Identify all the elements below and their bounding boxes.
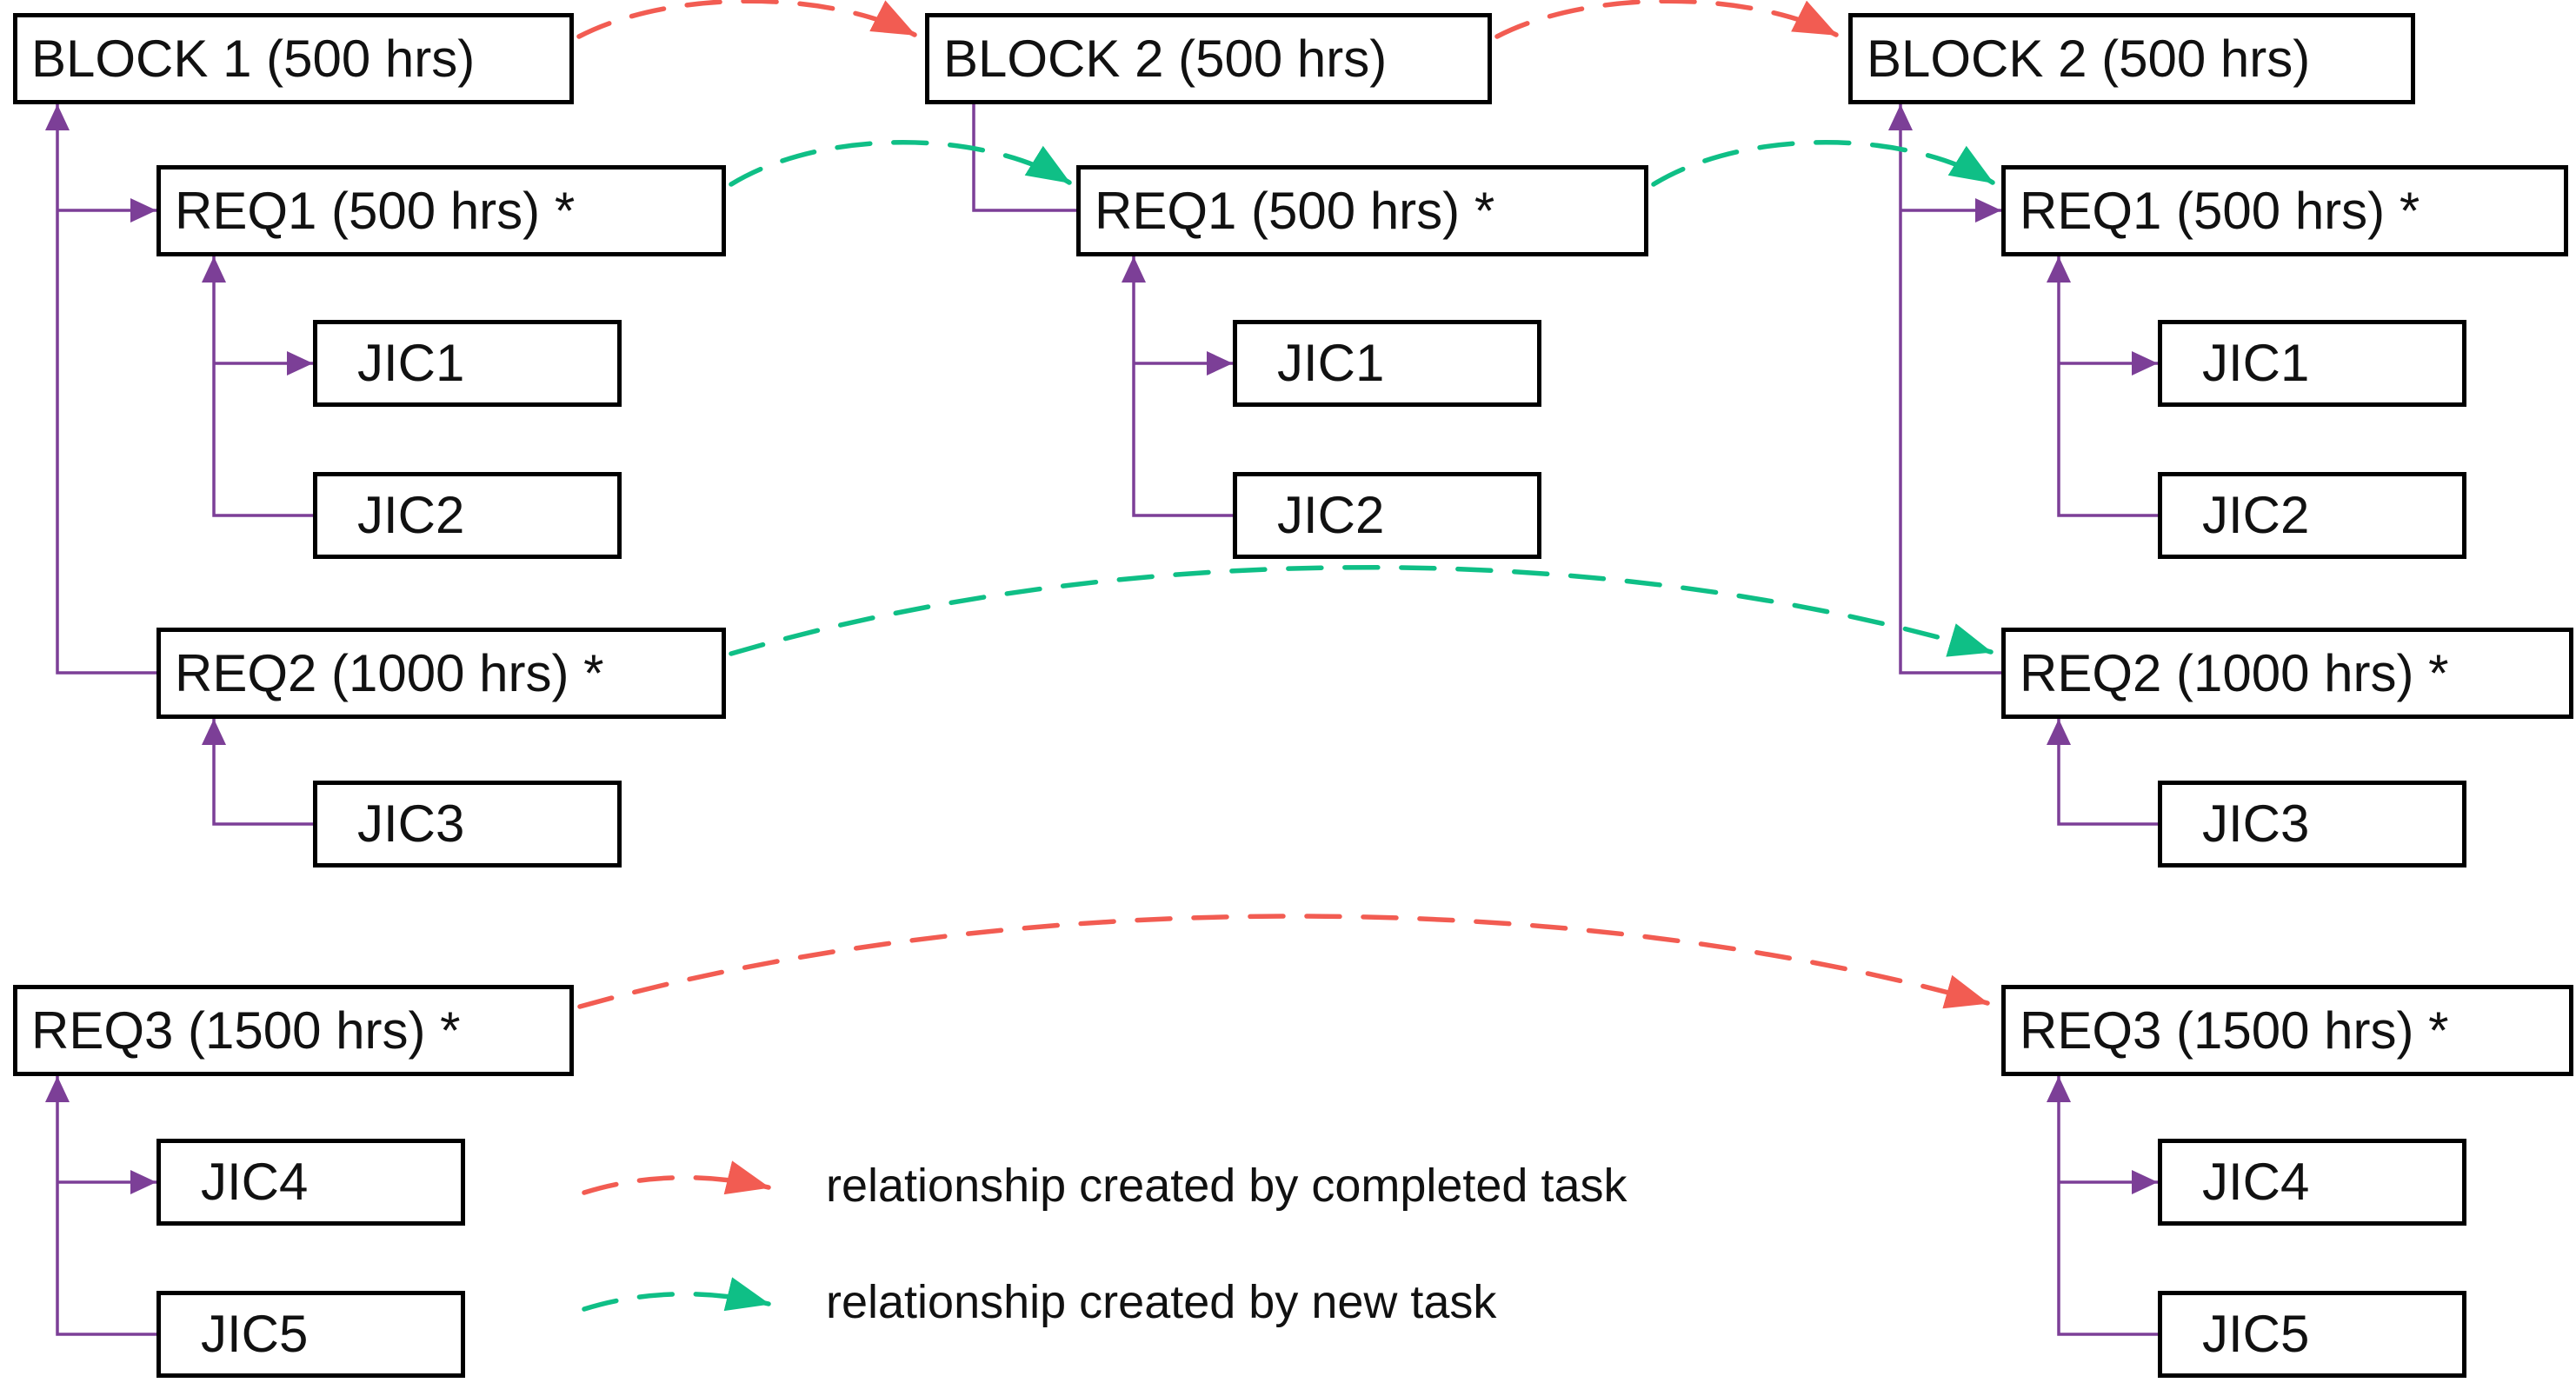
- node-left-jic4: JIC4: [156, 1139, 465, 1226]
- arrowhead-up-right-block2: [1888, 104, 1913, 130]
- edge-left-req1-trunk: [212, 256, 313, 517]
- legend-new-label: relationship created by new task: [826, 1276, 1497, 1328]
- node-right-jic1: JIC1: [2158, 320, 2466, 407]
- node-left-req3: REQ3 (1500 hrs) *: [13, 985, 574, 1076]
- arrowhead-right-middle-jic1: [1207, 351, 1233, 376]
- node-right-jic5: JIC5: [2158, 1291, 2466, 1378]
- node-label: BLOCK 2 (500 hrs): [943, 29, 1388, 88]
- node-label: JIC1: [1277, 334, 1385, 392]
- node-left-req1: REQ1 (500 hrs) *: [156, 165, 726, 256]
- arrowhead-up-right-req3: [2047, 1076, 2071, 1102]
- node-label: JIC2: [1277, 486, 1385, 544]
- node-label: REQ2 (1000 hrs) *: [2020, 643, 2449, 702]
- edge-new-req1-middle-to-req1-right: [1651, 140, 1995, 187]
- arrowhead-up-left-req3: [45, 1076, 70, 1102]
- node-label: JIC3: [357, 794, 465, 853]
- arrowhead-up-middle-req1: [1122, 256, 1146, 283]
- node-left-jic3: JIC3: [313, 781, 622, 868]
- edge-middle-req1-trunk: [1132, 256, 1233, 517]
- node-label: REQ2 (1000 hrs) *: [175, 643, 604, 702]
- edge-completed-block1-to-block2-middle: [576, 0, 917, 39]
- node-right-req1: REQ1 (500 hrs) *: [2001, 165, 2568, 256]
- arrowhead-right-left-req1: [130, 198, 156, 223]
- arrowhead-right-right-jic4: [2132, 1170, 2158, 1194]
- node-label: JIC4: [201, 1153, 309, 1211]
- arrowhead-up-left-req2: [202, 719, 226, 745]
- node-label: JIC1: [357, 334, 465, 392]
- arrowhead-up-left-req1: [202, 256, 226, 283]
- legend-completed-label: relationship created by completed task: [826, 1160, 1627, 1212]
- arrowhead-right-left-jic1: [287, 351, 313, 376]
- node-label: REQ3 (1500 hrs) *: [2020, 1000, 2449, 1060]
- node-label: JIC2: [357, 486, 465, 544]
- legend-new-arrow: [582, 1277, 771, 1312]
- node-label: REQ1 (500 hrs) *: [1095, 181, 1495, 240]
- node-right-jic3: JIC3: [2158, 781, 2466, 868]
- node-right-block2: BLOCK 2 (500 hrs): [1848, 13, 2415, 104]
- node-label: JIC5: [201, 1305, 309, 1363]
- edge-new-req2-left-to-req2-right: [729, 565, 1994, 657]
- node-middle-jic2: JIC2: [1233, 472, 1541, 559]
- node-label: BLOCK 1 (500 hrs): [31, 29, 476, 88]
- legend-arrows: [582, 1160, 771, 1312]
- edge-right-req1-trunk: [2057, 256, 2158, 517]
- node-label: REQ1 (500 hrs) *: [175, 181, 576, 240]
- arrowhead-up-left-block1: [45, 104, 70, 130]
- node-right-jic4: JIC4: [2158, 1139, 2466, 1226]
- node-middle-jic1: JIC1: [1233, 320, 1541, 407]
- edge-left-req3-trunk: [56, 1076, 156, 1336]
- node-label: BLOCK 2 (500 hrs): [1867, 29, 2311, 88]
- node-label: JIC5: [2202, 1305, 2310, 1363]
- node-right-req2: REQ2 (1000 hrs) *: [2001, 628, 2573, 719]
- node-right-jic2: JIC2: [2158, 472, 2466, 559]
- edge-new-req1-left-to-req1-middle: [729, 140, 1072, 187]
- arrowhead-right-right-jic1: [2132, 351, 2158, 376]
- arrowhead-right-right-req1: [1975, 198, 2001, 223]
- node-label: REQ3 (1500 hrs) *: [31, 1000, 461, 1060]
- legend-completed-arrow: [582, 1160, 771, 1195]
- arrowhead-up-right-req1: [2047, 256, 2071, 283]
- node-left-jic1: JIC1: [313, 320, 622, 407]
- node-middle-req1: REQ1 (500 hrs) *: [1076, 165, 1648, 256]
- arrowhead-right-left-jic4: [130, 1170, 156, 1194]
- edge-right-req2-jic3: [2057, 719, 2158, 826]
- node-left-block1: BLOCK 1 (500 hrs): [13, 13, 574, 104]
- node-left-jic5: JIC5: [156, 1291, 465, 1378]
- node-left-req2: REQ2 (1000 hrs) *: [156, 628, 726, 719]
- arrowhead-up-right-req2: [2047, 719, 2071, 745]
- edge-right-req3-trunk: [2057, 1076, 2158, 1336]
- node-label: JIC4: [2202, 1153, 2310, 1211]
- node-label: JIC2: [2202, 486, 2310, 544]
- node-label: JIC1: [2202, 334, 2310, 392]
- edge-middle-block2-req1: [972, 104, 1076, 212]
- edge-left-req2-jic3: [212, 719, 313, 826]
- node-label: REQ1 (500 hrs) *: [2020, 181, 2420, 240]
- node-label: JIC3: [2202, 794, 2310, 853]
- node-left-jic2: JIC2: [313, 472, 622, 559]
- edge-completed-block2-middle-to-block2-right: [1494, 0, 1839, 39]
- node-middle-block2: BLOCK 2 (500 hrs): [925, 13, 1492, 104]
- node-right-req3: REQ3 (1500 hrs) *: [2001, 985, 2573, 1076]
- edge-left-block1-trunk: [56, 104, 156, 675]
- edge-completed-req3-left-to-req3-right: [577, 914, 1990, 1009]
- edge-right-block2-trunk: [1899, 104, 2001, 675]
